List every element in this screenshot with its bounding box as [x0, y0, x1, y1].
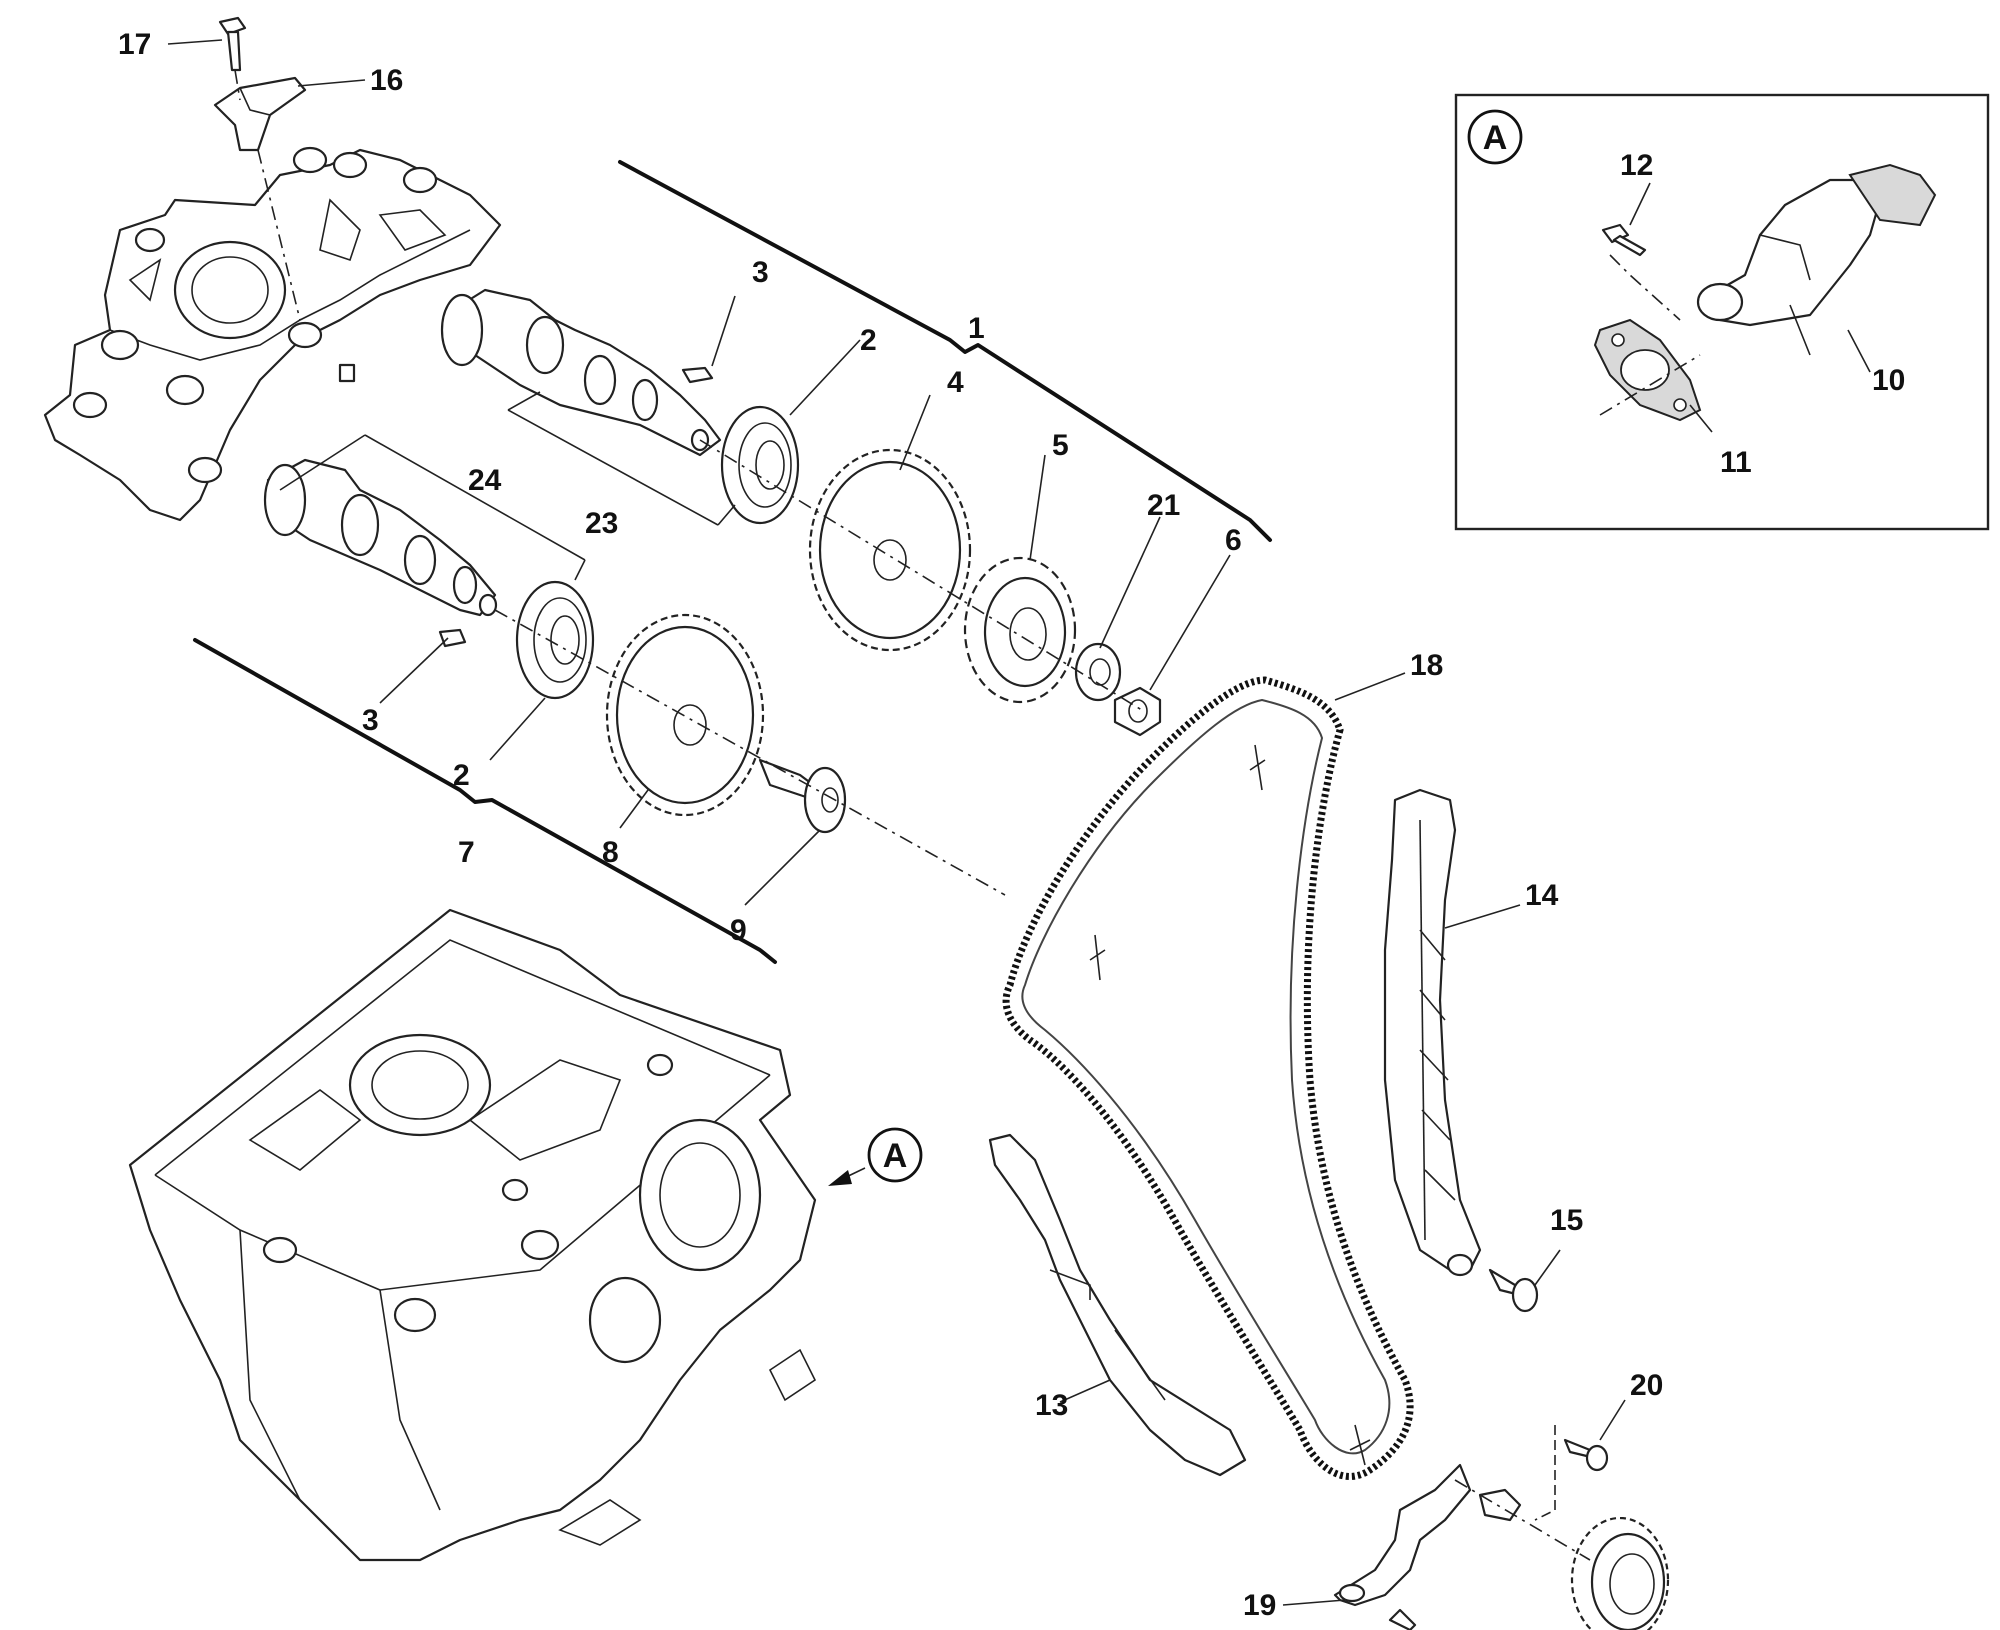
callout-13: 13: [1035, 1389, 1068, 1422]
callout-24: 24: [468, 464, 502, 497]
clip-bracket: [213, 76, 307, 152]
bearing-upper: [720, 405, 800, 525]
callout-6: 6: [1225, 524, 1242, 557]
callout-8: 8: [602, 836, 619, 869]
callout-14: 14: [1525, 879, 1559, 912]
bracket-bolt: [1563, 1438, 1609, 1472]
gear-small: [963, 556, 1077, 704]
leader-lines: [167, 39, 1871, 1606]
crank-sprocket: [1570, 1516, 1670, 1630]
washer: [1074, 642, 1122, 702]
callout-23: 23: [585, 507, 618, 540]
gear-upper-large: [808, 448, 972, 652]
bearing-lower: [515, 580, 595, 700]
callout-1: 1: [968, 312, 985, 345]
chain-bracket: [1333, 1463, 1522, 1607]
bracket-24: [279, 434, 586, 581]
callout-5: 5: [1052, 429, 1069, 462]
callout-labels: 17 16 3 2 1 4 5 21 6 24 23 18 3 2 7 8 9 …: [118, 28, 1905, 1622]
callout-15: 15: [1550, 1204, 1583, 1237]
callout-16: 16: [370, 64, 403, 97]
stud: [1388, 1608, 1417, 1630]
brace-assembly-7: [193, 638, 777, 964]
callout-9: 9: [730, 914, 747, 947]
callout-2-lower: 2: [453, 759, 470, 792]
callout-20: 20: [1630, 1369, 1663, 1402]
gear-bolt: [758, 758, 847, 834]
chain-guide: [1383, 788, 1482, 1277]
callout-3-upper: 3: [752, 256, 769, 289]
callout-21: 21: [1147, 489, 1180, 522]
tensioner-bolt: [1601, 223, 1647, 257]
tensioner: [1696, 163, 1937, 327]
timing-chain: [1002, 676, 1414, 1480]
inset-letter: A: [1483, 119, 1508, 157]
axis-top-bolt: [234, 69, 301, 321]
callout-4: 4: [947, 366, 964, 399]
nut: [1113, 686, 1162, 737]
view-a-letter: A: [883, 1137, 908, 1175]
axis-lower: [494, 609, 1006, 896]
tensioner-rail: [988, 1133, 1247, 1477]
callout-17: 17: [118, 28, 151, 61]
brace-assembly-1: [618, 160, 1272, 542]
view-a-arrow: [828, 1127, 923, 1186]
callout-18: 18: [1410, 649, 1443, 682]
camshaft-carrier: [43, 146, 502, 522]
guide-bolt: [1488, 1268, 1539, 1313]
axis-crank: [1454, 1479, 1591, 1561]
bracket-23: [507, 391, 736, 526]
bolt-axis: [1534, 1425, 1556, 1521]
axis-tensioner-bolt: [1609, 254, 1681, 321]
callout-3-lower: 3: [362, 704, 379, 737]
axis-tensioner: [1599, 354, 1701, 416]
camshaft-lower: [263, 458, 498, 617]
cylinder-head: [128, 908, 817, 1562]
woodruff-key-lower: [438, 628, 467, 648]
camshaft-upper: [440, 288, 722, 457]
callout-2-upper: 2: [860, 324, 877, 357]
woodruff-key-upper: [681, 366, 714, 384]
callout-7: 7: [458, 836, 475, 869]
callout-19: 19: [1243, 1589, 1276, 1622]
gear-lower-large: [605, 613, 765, 817]
bolt-top: [218, 16, 247, 72]
callout-10: 10: [1872, 364, 1905, 397]
callout-12: 12: [1620, 149, 1653, 182]
callout-11: 11: [1720, 446, 1752, 479]
